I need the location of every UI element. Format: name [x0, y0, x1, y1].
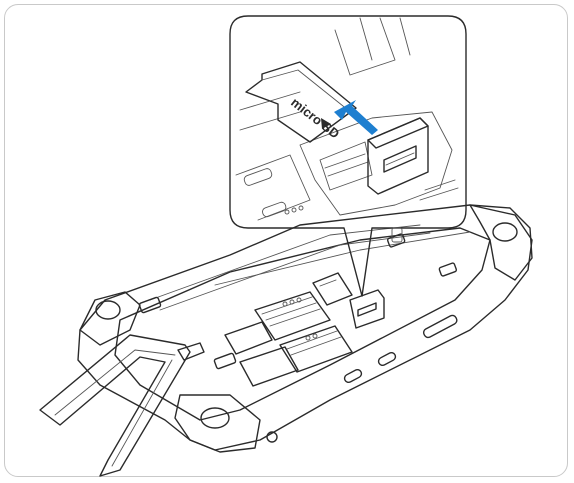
microsd-card-label: micro SD	[288, 95, 342, 142]
sd-tray-door-icon	[367, 117, 429, 195]
insert-arrow-icon	[334, 100, 378, 135]
card-slots	[224, 272, 385, 387]
microsd-card-icon: micro SD	[245, 61, 357, 143]
zoom-callout: micro SD	[229, 15, 467, 297]
illustration-frame	[4, 4, 568, 477]
hand-strap	[39, 334, 205, 477]
device-body	[77, 204, 533, 453]
